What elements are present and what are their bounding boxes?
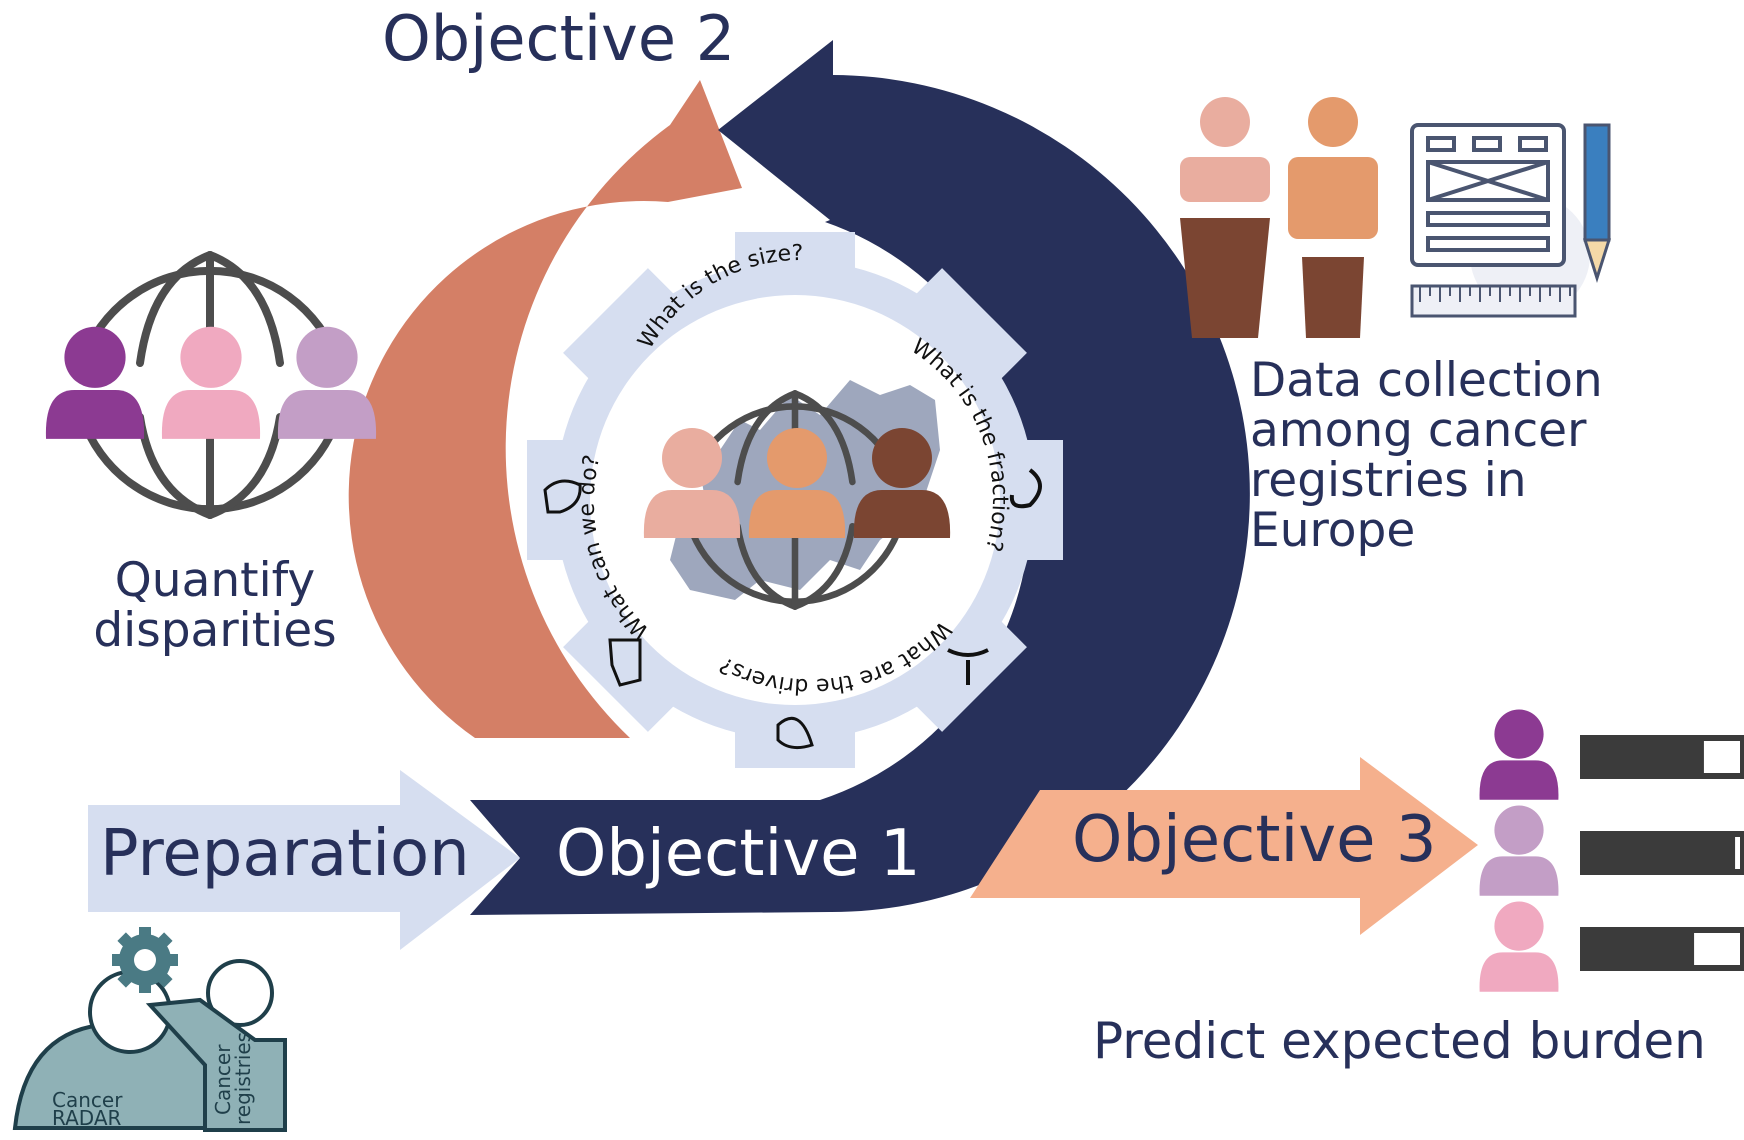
- person-icon: [1479, 709, 1559, 800]
- preparation-label: Preparation: [100, 817, 470, 891]
- data-line3: registries in: [1250, 453, 1527, 508]
- organ-icon: [776, 716, 814, 750]
- data-collection-label: Data collection among cancer registries …: [1250, 356, 1603, 556]
- gear-tooth: [139, 927, 151, 939]
- organ-icon: [543, 479, 582, 514]
- objective-1-label: Objective 1: [556, 817, 921, 891]
- organ-icon: [608, 638, 642, 687]
- objective-1-arrow-navy: [470, 40, 1250, 915]
- person-icon: [1180, 97, 1270, 338]
- predict-burden-label: Predict expected burden: [1093, 1012, 1706, 1070]
- logo-cancer-text: Cancer: [52, 1088, 123, 1112]
- preparation-arrow: [88, 770, 520, 950]
- quantify-line2: disparities: [93, 603, 337, 658]
- data-line4: Europe: [1250, 503, 1416, 558]
- cancer-radar-logo: Cancer RADAR Cancer registries: [12, 927, 287, 1132]
- burden-bar-remainder: [1694, 933, 1740, 965]
- objective-3-label: Objective 3: [1072, 803, 1437, 877]
- person-icon: [1479, 805, 1559, 896]
- gear-tooth: [166, 954, 178, 966]
- ruler-icon: [1410, 284, 1577, 318]
- burden-bar-remainder: [1703, 741, 1740, 773]
- person-icon: [161, 326, 261, 439]
- objective-3-arrow: [970, 757, 1478, 935]
- gear-tooth: [112, 954, 124, 966]
- gear-tooth: [139, 981, 151, 993]
- organ-icon: [947, 648, 989, 685]
- logo-registries-line1: Cancer: [211, 1044, 235, 1115]
- burden-bar-remainder: [1735, 837, 1740, 869]
- person-icon: [45, 326, 145, 439]
- logo-radar-text: RADAR: [52, 1106, 121, 1130]
- quantify-line1: Quantify: [114, 553, 316, 608]
- organ-icon: [1009, 468, 1042, 509]
- person-icon: [277, 326, 377, 439]
- objective-2-arrow-salmon: [348, 80, 742, 738]
- burden-bars: [1580, 735, 1744, 971]
- person-icon: [1288, 97, 1378, 338]
- data-line1: Data collection: [1250, 353, 1603, 408]
- gear-icon: [112, 927, 178, 993]
- objective-2-label: Objective 2: [382, 2, 736, 75]
- quantify-disparities-label: Quantify disparities: [90, 556, 340, 656]
- data-line2: among cancer: [1250, 403, 1587, 458]
- logo-registries-line2: registries: [231, 1032, 255, 1125]
- pencil-icon: [1582, 123, 1612, 283]
- person-icon: [1479, 901, 1559, 992]
- burden-bar: [1580, 831, 1744, 875]
